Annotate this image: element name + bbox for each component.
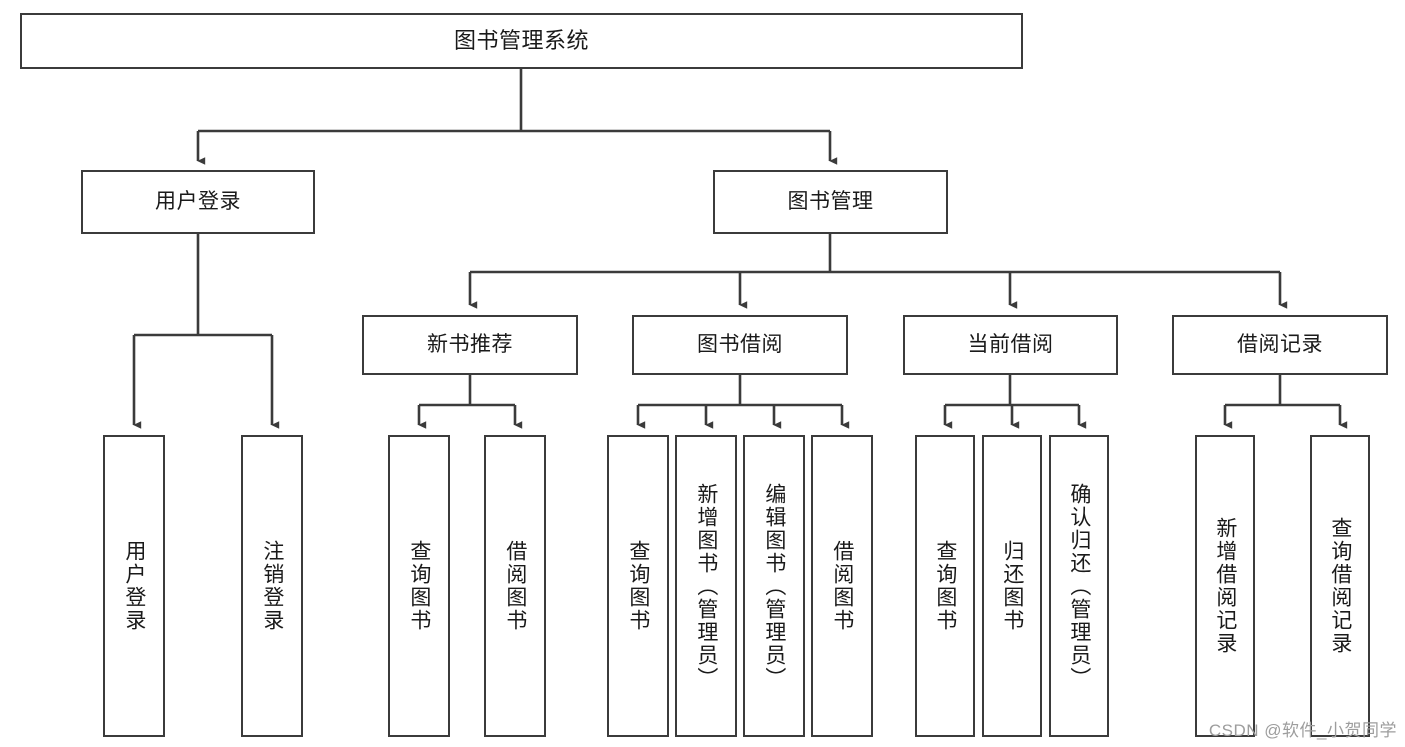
node-user-login[interactable]: 用户登录 [81, 170, 315, 234]
node-leaf-edit-book[interactable]: 编辑图书（管理员） [743, 435, 805, 737]
node-leaf-user-logout[interactable]: 注销登录 [241, 435, 303, 737]
node-book-borrow-label: 图书借阅 [697, 333, 783, 357]
node-leaf-confirm-return[interactable]: 确认归还（管理员） [1049, 435, 1109, 737]
node-borrow-record-label: 借阅记录 [1237, 333, 1323, 357]
node-leaf-query-record[interactable]: 查询借阅记录 [1310, 435, 1370, 737]
node-leaf-query-record-label: 查询借阅记录 [1328, 517, 1352, 655]
node-leaf-add-record-label: 新增借阅记录 [1213, 517, 1237, 655]
node-root[interactable]: 图书管理系统 [20, 13, 1023, 69]
node-leaf-query-book-2-label: 查询图书 [626, 540, 650, 632]
node-leaf-query-book-3[interactable]: 查询图书 [915, 435, 975, 737]
node-borrow-record[interactable]: 借阅记录 [1172, 315, 1388, 375]
node-leaf-user-login-label: 用户登录 [122, 540, 146, 632]
node-current-borrow-label: 当前借阅 [967, 333, 1054, 357]
node-leaf-add-record[interactable]: 新增借阅记录 [1195, 435, 1255, 737]
node-book-manage-label: 图书管理 [787, 190, 874, 214]
node-user-login-label: 用户登录 [155, 190, 241, 214]
node-leaf-return-book-label: 归还图书 [1000, 540, 1024, 632]
node-leaf-user-logout-label: 注销登录 [260, 540, 284, 632]
node-leaf-borrow-book-2[interactable]: 借阅图书 [811, 435, 873, 737]
node-leaf-borrow-book-1-label: 借阅图书 [503, 540, 527, 632]
node-book-borrow[interactable]: 图书借阅 [632, 315, 848, 375]
node-leaf-borrow-book-1[interactable]: 借阅图书 [484, 435, 546, 737]
node-leaf-return-book[interactable]: 归还图书 [982, 435, 1042, 737]
node-root-label: 图书管理系统 [453, 27, 589, 53]
node-leaf-borrow-book-2-label: 借阅图书 [830, 540, 854, 632]
node-new-book-recommend-label: 新书推荐 [427, 333, 513, 357]
node-current-borrow[interactable]: 当前借阅 [903, 315, 1118, 375]
node-leaf-query-book-1[interactable]: 查询图书 [388, 435, 450, 737]
node-leaf-add-book[interactable]: 新增图书（管理员） [675, 435, 737, 737]
node-leaf-add-book-label: 新增图书（管理员） [694, 482, 718, 690]
node-new-book-recommend[interactable]: 新书推荐 [362, 315, 578, 375]
watermark: CSDN @软件_小贺同学 [1208, 721, 1397, 740]
node-leaf-user-login[interactable]: 用户登录 [103, 435, 165, 737]
node-leaf-confirm-return-label: 确认归还（管理员） [1067, 482, 1091, 690]
node-leaf-edit-book-label: 编辑图书（管理员） [762, 482, 786, 690]
node-leaf-query-book-3-label: 查询图书 [933, 540, 957, 632]
node-book-manage[interactable]: 图书管理 [713, 170, 948, 234]
node-leaf-query-book-1-label: 查询图书 [407, 540, 431, 632]
node-leaf-query-book-2[interactable]: 查询图书 [607, 435, 669, 737]
